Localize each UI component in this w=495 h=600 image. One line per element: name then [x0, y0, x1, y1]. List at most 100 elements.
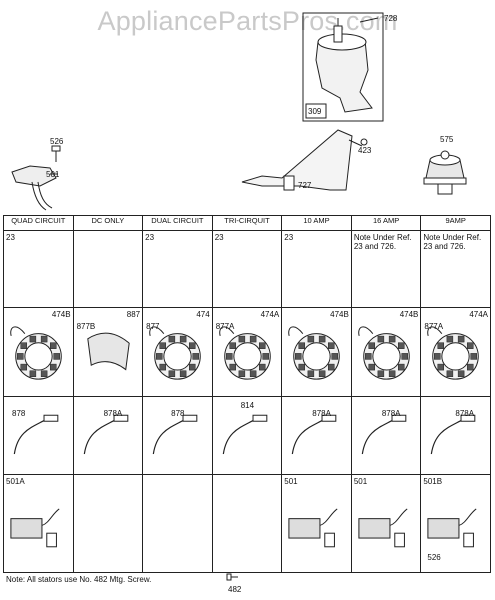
lead-cell: 878: [3, 396, 74, 475]
part-309-frame: [302, 12, 384, 122]
lead-cell: 878A: [350, 396, 422, 475]
ref-note: Note Under Ref. 23 and 726.: [353, 233, 412, 252]
lead-wire-icon: [222, 415, 268, 455]
column-header: 9AMP: [420, 214, 491, 232]
stator-cell: 887 877B: [72, 307, 144, 398]
part-number: 501: [284, 476, 298, 486]
part-number: 878A: [381, 409, 401, 419]
part-number: 474A: [260, 310, 280, 320]
cell: 23: [142, 230, 213, 309]
stator-icon: [288, 326, 341, 380]
rectifier-icon: [427, 508, 477, 547]
lead-wire-icon: [431, 415, 476, 455]
stator-cell: 474A 877A: [420, 307, 491, 398]
lead-cell: 878A: [420, 396, 491, 475]
label-423: 423: [358, 146, 372, 155]
stator-cell: 474B: [350, 307, 422, 398]
rectifier-cell: 501A: [3, 473, 74, 574]
lead-cell: 878A: [281, 396, 352, 475]
watermark: AppliancePartsPros.com: [97, 6, 398, 36]
lead-wire-icon: [83, 415, 128, 455]
cell: [72, 230, 144, 309]
footer-note: Note: All stators use No. 482 Mtg. Screw…: [6, 575, 152, 584]
table-row-leads: 878 878A 878 814 878A 878A 878A: [3, 396, 491, 475]
ref-label: 23: [284, 233, 294, 243]
part-309-bracket: [315, 39, 373, 113]
part-number: 474A: [469, 310, 488, 320]
stator-cell: 474B: [3, 307, 74, 398]
label-482: 482: [228, 585, 242, 594]
label-575: 575: [440, 135, 454, 144]
cell: 23: [3, 230, 74, 309]
part-number: 474B: [51, 310, 71, 320]
lead-wire-icon: [152, 415, 198, 455]
label-309: 309: [308, 107, 322, 116]
part-number: 887: [126, 310, 141, 320]
table-row-stators: 474B 887 877B 474 877 474A 877A 474B 474B 4…: [3, 307, 491, 398]
stator-cell: 474 877: [142, 307, 213, 398]
rectifier-cell: 501: [281, 473, 352, 574]
ref-label: 23: [6, 233, 15, 243]
part-number: 474: [196, 310, 210, 320]
column-header: 10 AMP: [281, 214, 352, 232]
part-number: 878A: [312, 409, 331, 419]
part-number: 501B: [423, 476, 443, 486]
rectifier-cell: [142, 473, 213, 574]
ref-label: 23: [145, 233, 155, 243]
cell: 23: [211, 230, 283, 309]
label-728: 728: [384, 14, 398, 23]
rectifier-cell: [211, 473, 283, 574]
dc-stator-icon: [86, 332, 130, 371]
part-number: 878: [12, 409, 26, 419]
stator-icon: [149, 326, 201, 380]
cell: 23: [281, 230, 352, 309]
cell: Note Under Ref. 23 and 726.: [420, 230, 491, 309]
screw-482-icon: [226, 573, 238, 581]
stator-icon: [218, 326, 271, 380]
part-subnumber: 877A: [215, 322, 235, 332]
lead-wire-icon: [13, 415, 59, 455]
part-number: 474B: [330, 310, 349, 320]
rectifier-icon: [10, 508, 60, 547]
top-parts-illustration: [11, 12, 467, 211]
part-subnumber: 877B: [76, 322, 96, 332]
part-subnumber: 877: [146, 322, 160, 332]
stator-parts-table: QUAD CIRCUIT DC ONLY DUAL CIRCUIT TRI-CI…: [3, 214, 491, 574]
part-number: 878: [171, 409, 185, 419]
lead-wire-icon: [361, 415, 407, 455]
part-number: 878A: [455, 409, 475, 419]
stator-icon: [358, 326, 410, 380]
stator-cell: 474B: [281, 307, 352, 398]
rectifier-icon: [358, 508, 408, 547]
ref-note: Note Under Ref. 23 and 726.: [423, 233, 482, 252]
stator-icon: [427, 326, 480, 380]
part-number: 474B: [399, 310, 419, 320]
lead-wire-icon: [292, 415, 337, 455]
table-row-ref23: 23 23 23 23 Note Under Ref. 23 and 726. …: [3, 230, 491, 309]
column-header: DC ONLY: [72, 214, 144, 232]
column-header: 16 AMP: [350, 214, 422, 232]
ref-label: 23: [214, 233, 224, 243]
column-header: DUAL CIRCUIT: [142, 214, 213, 232]
column-header: QUAD CIRCUIT: [3, 214, 74, 232]
cell: Note Under Ref. 23 and 726.: [350, 230, 422, 309]
lead-cell: 814: [211, 396, 283, 475]
part-number: 501A: [6, 476, 25, 486]
lead-cell: 878A: [72, 396, 144, 475]
label-501: 501: [46, 170, 60, 179]
label-727: 727: [298, 181, 312, 190]
part-number: 501: [353, 476, 368, 486]
lead-cell: 878: [142, 396, 213, 475]
part-subnumber: 877A: [424, 322, 444, 332]
label-526: 526: [50, 137, 64, 146]
part-727-bracket: [241, 129, 353, 191]
column-header: TRI-CIRQUIT: [211, 214, 283, 232]
part-number: 814: [240, 401, 255, 411]
rectifier-cell: 501: [350, 473, 422, 574]
rectifier-cell: [72, 473, 144, 574]
rectifier-icon: [288, 508, 338, 547]
stator-cell: 474A 877A: [211, 307, 283, 398]
table-header-row: QUAD CIRCUIT DC ONLY DUAL CIRCUIT TRI-CI…: [3, 214, 491, 232]
